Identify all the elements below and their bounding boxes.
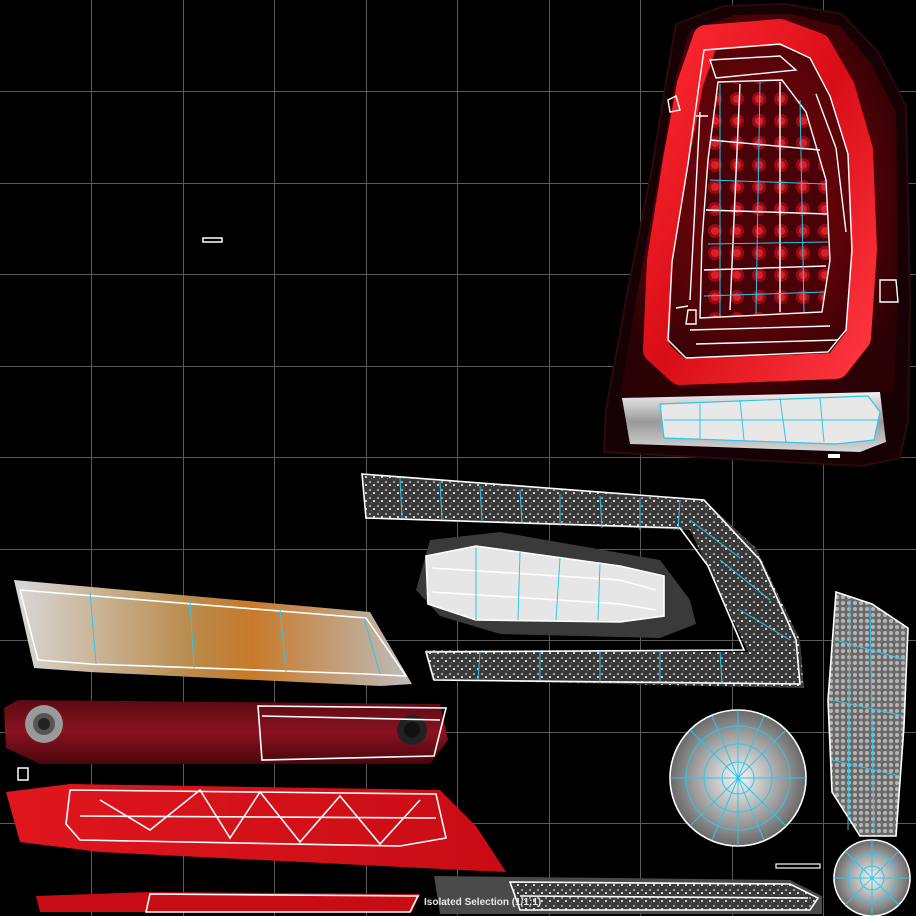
round-lens-large-island[interactable]: [669, 709, 807, 847]
bottom-red-strip-island[interactable]: [36, 892, 420, 913]
side-reflector-uv-edges: [65, 788, 447, 847]
side-reflector-island[interactable]: [6, 784, 506, 872]
bottom-chrome-strip-island[interactable]: [434, 863, 822, 914]
round-lens-small-island[interactable]: [833, 839, 911, 916]
mesh-lens-seams: [831, 599, 907, 833]
turn-signal-uv-edges: [18, 589, 408, 677]
led-strip-uv-edges: [361, 473, 801, 685]
reflector-tab: [17, 767, 29, 781]
bulb-housing-uv-edges: [425, 545, 665, 623]
tail-lamp-seams: [703, 81, 829, 316]
turn-signal-lens-island[interactable]: [14, 580, 412, 686]
round-lens-small-seams: [834, 840, 910, 916]
chrome-tab: [775, 863, 821, 869]
bottom-chrome-uv-edges: [508, 881, 820, 911]
status-text: Isolated Selection (1/1:1): [424, 897, 542, 908]
tail-lamp-uv-edges: [667, 43, 899, 359]
tiny-uv-island[interactable]: [202, 237, 223, 243]
reverse-lamp-island[interactable]: [622, 392, 886, 458]
turn-signal-seams: [89, 591, 381, 675]
rear-reflector-bar-island[interactable]: [4, 700, 448, 781]
main-tail-lamp-island[interactable]: [602, 2, 912, 468]
bulb-housing-island[interactable]: [416, 532, 696, 638]
mesh-lens-uv-edges: [827, 590, 909, 837]
reverse-lamp-seams: [664, 397, 878, 443]
reverse-lamp-tab: [828, 454, 840, 458]
mesh-lens-island[interactable]: [827, 590, 909, 837]
led-strip-island[interactable]: [361, 473, 804, 688]
round-lens-large-seams: [670, 710, 806, 846]
bulb-housing-seams: [475, 548, 601, 621]
reflector-bar-uv-edges: [257, 705, 448, 761]
led-strip-seams: [399, 477, 791, 685]
